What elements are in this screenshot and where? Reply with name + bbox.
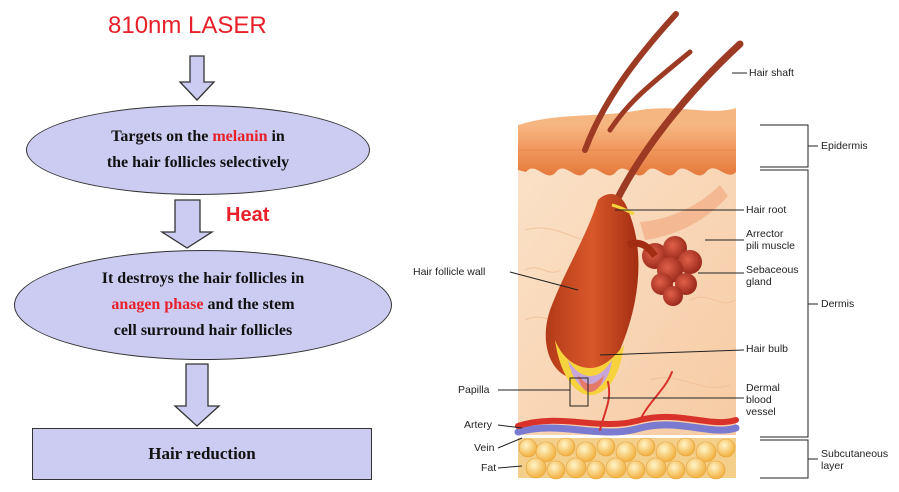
arrector-line1: Arrector xyxy=(746,228,784,240)
step2-line1: It destroys the hair follicles in xyxy=(101,270,305,287)
step2-line3: cell surround hair follicles xyxy=(113,322,293,339)
leader-lines xyxy=(497,72,818,479)
dermal-line2: blood xyxy=(746,394,772,406)
subcutaneous-line1: Subcutaneous xyxy=(821,448,889,460)
label-subcutaneous-layer: Subcutaneous layer xyxy=(821,448,888,472)
result-label: Hair reduction xyxy=(148,444,256,463)
fat-cells xyxy=(518,437,736,480)
arrow-down-2 xyxy=(159,199,215,249)
label-papilla: Papilla xyxy=(458,384,490,396)
melanin-highlight: melanin xyxy=(212,128,268,145)
label-dermal-blood-vessel: Dermal blood vessel xyxy=(746,382,780,418)
papilla xyxy=(578,375,604,392)
arrector-pili-muscle xyxy=(640,185,728,240)
label-sebaceous-gland: Sebaceous gland xyxy=(746,264,799,288)
flow-result-box: Hair reduction xyxy=(32,428,372,480)
flow-step-targets: Targets on the melanin in the hair folli… xyxy=(26,105,370,195)
subcutaneous-line2: layer xyxy=(821,460,844,472)
sebaceous-line2: gland xyxy=(746,276,772,288)
dermal-line1: Dermal xyxy=(746,382,780,394)
label-artery: Artery xyxy=(464,419,493,431)
label-arrector-pili-muscle: Arrector pili muscle xyxy=(746,228,795,252)
laser-title: 810nm LASER xyxy=(108,12,267,39)
step1-line2: the hair follicles selectively xyxy=(106,154,290,171)
label-hair-follicle-wall: Hair follicle wall xyxy=(413,266,486,278)
arrector-line2: pili muscle xyxy=(746,240,796,252)
arrow-down-1 xyxy=(178,55,216,101)
label-hair-bulb: Hair bulb xyxy=(746,343,789,355)
anagen-highlight: anagen phase xyxy=(111,296,204,313)
flow-step-destroys: It destroys the hair follicles in anagen… xyxy=(14,250,392,360)
step2-line2: and the stem xyxy=(203,296,295,313)
sebaceous-line1: Sebaceous xyxy=(746,264,799,276)
step1-prefix: Targets on the xyxy=(111,128,213,145)
heat-label: Heat xyxy=(226,204,270,226)
label-hair-root: Hair root xyxy=(746,204,787,216)
label-fat: Fat xyxy=(481,462,497,474)
label-dermis: Dermis xyxy=(821,298,855,310)
hair-shafts xyxy=(582,11,744,214)
label-hair-shaft: Hair shaft xyxy=(749,67,794,79)
blood-vessels xyxy=(514,371,740,436)
label-epidermis: Epidermis xyxy=(821,140,868,152)
arrow-down-3 xyxy=(173,363,221,427)
step1-suffix: in xyxy=(267,128,285,145)
hair-bulb xyxy=(555,340,624,395)
flow-arrows xyxy=(159,55,221,427)
hair-follicle xyxy=(545,194,639,380)
dermal-line3: vessel xyxy=(746,406,776,418)
label-vein: Vein xyxy=(474,442,495,454)
